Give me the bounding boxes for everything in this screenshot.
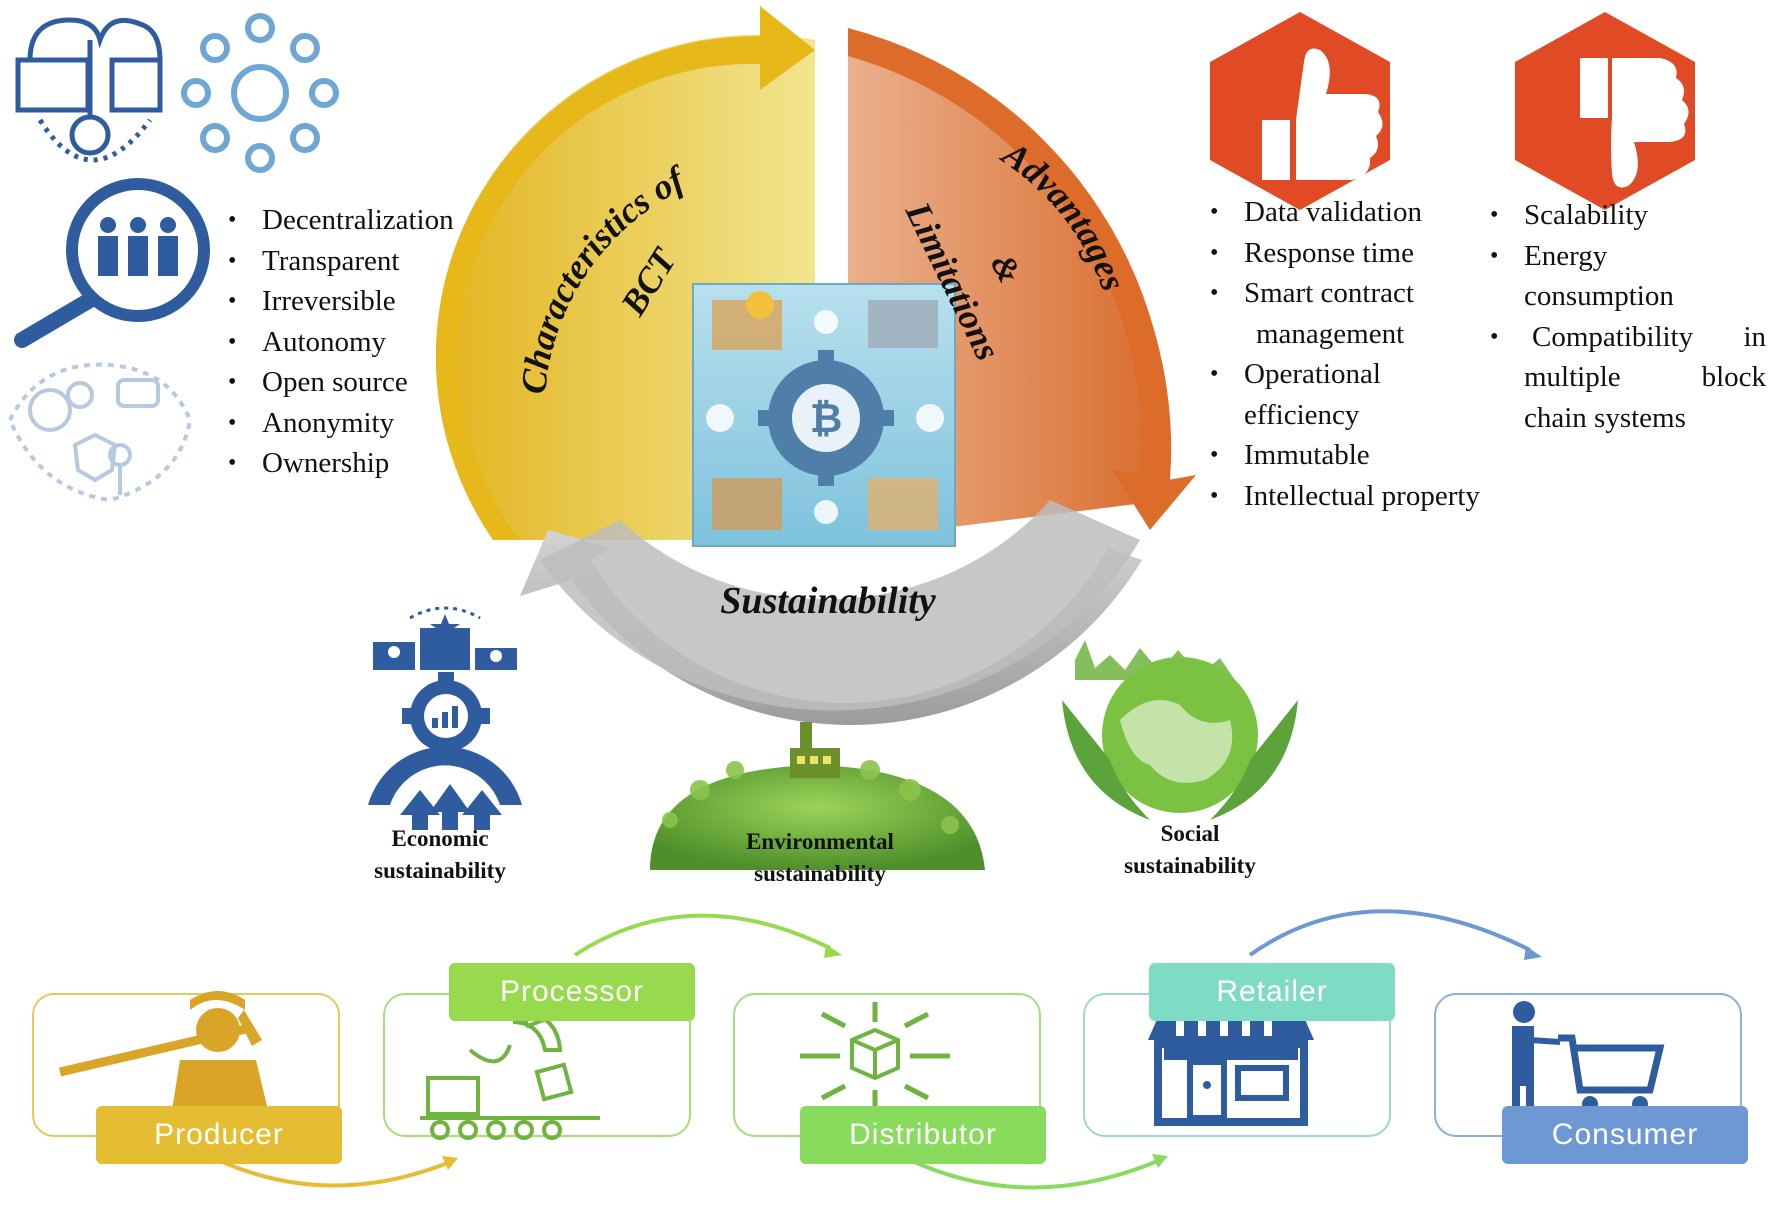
list-item: •Energy — [1490, 239, 1608, 272]
gear-shield-icon — [7, 362, 193, 503]
processor-label: Processor — [449, 963, 695, 1021]
gear-arrows-icon — [368, 746, 522, 830]
factory-globe-icon — [650, 722, 985, 870]
list-item: Transparent — [228, 241, 454, 282]
list-item: Intellectual property — [1210, 476, 1480, 517]
retailer-label: Retailer — [1149, 963, 1395, 1021]
distributor-label: Distributor — [800, 1106, 1046, 1164]
list-item-continued: consumption — [1524, 280, 1674, 312]
list-item: Open source — [228, 362, 454, 403]
list-item: Immutable — [1210, 435, 1480, 476]
characteristics-arrow-rim — [436, 6, 815, 540]
characteristics-list: Decentralization Transparent Irreversibl… — [228, 200, 454, 484]
limitations-list: •Scalability •Energy consumption •Compat… — [1490, 195, 1766, 438]
advantages-list: Data validation Response time Smart cont… — [1210, 192, 1480, 516]
bitcoin-gear-icon: ₿ — [692, 283, 956, 547]
network-icon — [181, 13, 339, 173]
list-item: Irreversible — [228, 281, 454, 322]
thumbs-down-icon — [1515, 12, 1695, 210]
podium-icon — [373, 606, 517, 670]
list-item: Operational — [1210, 354, 1480, 395]
advantages-arrow-rim — [848, 28, 1196, 530]
list-item-continued: chain systems — [1524, 401, 1686, 434]
list-item: Ownership — [228, 443, 454, 484]
people-search-icon — [14, 178, 210, 348]
sustainability-title: Sustainability — [720, 580, 936, 622]
sustainability-band — [540, 500, 1140, 711]
list-item: Autonomy — [228, 322, 454, 363]
consumer-label: Consumer — [1502, 1106, 1748, 1164]
thumbs-up-icon — [1210, 12, 1390, 210]
bct-wheel: ₿ Characteristics of BCT Advantages & Li… — [435, 6, 1196, 725]
list-item: •Scalability — [1490, 199, 1649, 231]
list-item: Data validation — [1210, 192, 1480, 233]
list-item: Anonymity — [228, 403, 454, 444]
lock-key-icon — [15, 17, 163, 163]
producer-label: Producer — [96, 1106, 342, 1164]
list-item: Smart contract — [1210, 273, 1480, 314]
list-item: Decentralization — [228, 200, 454, 241]
list-item: Response time — [1210, 233, 1480, 274]
gear-chart-icon — [402, 672, 490, 760]
list-item-continued: management — [1256, 317, 1405, 350]
svg-text:₿: ₿ — [810, 397, 843, 441]
earth-hands-icon — [1062, 640, 1298, 820]
list-item-continued: efficiency — [1244, 398, 1360, 431]
